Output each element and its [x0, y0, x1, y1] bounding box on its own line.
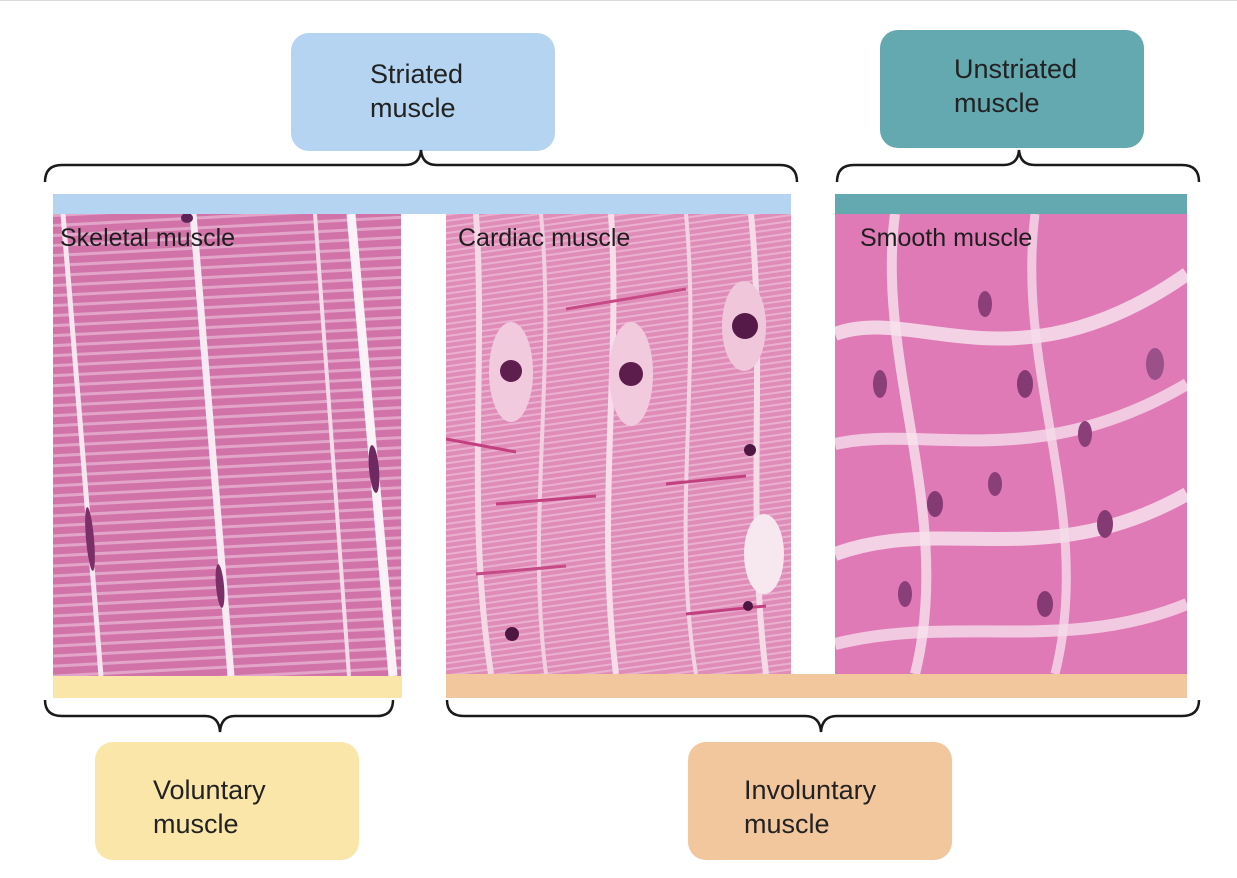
cardiac-tissue-image — [446, 214, 791, 674]
skeletal-muscle-label: Skeletal muscle — [60, 224, 236, 252]
striated-color-bar — [53, 194, 791, 214]
unstriated-muscle-box: Unstriated muscle — [880, 30, 1144, 148]
striated-brace — [43, 149, 799, 183]
voluntary-muscle-box: Voluntary muscle — [95, 742, 359, 860]
skeletal-tissue-image — [53, 214, 401, 676]
smooth-tissue-image — [835, 214, 1187, 674]
unstriated-color-bar — [835, 194, 1187, 214]
voluntary-brace — [43, 699, 395, 733]
striated-muscle-label: Striated muscle — [370, 59, 464, 123]
skeletal-muscle-micrograph: Skeletal muscle — [53, 214, 401, 676]
cardiac-muscle-micrograph: Cardiac muscle — [446, 214, 791, 674]
involuntary-muscle-box: Involuntary muscle — [688, 742, 952, 860]
unstriated-brace — [835, 149, 1201, 183]
striated-muscle-box: Striated muscle — [291, 33, 555, 151]
voluntary-muscle-label: Voluntary muscle — [153, 775, 266, 839]
involuntary-brace — [445, 699, 1201, 733]
top-divider — [0, 0, 1237, 1]
smooth-muscle-label: Smooth muscle — [860, 224, 1033, 252]
involuntary-muscle-label: Involuntary muscle — [744, 775, 877, 839]
unstriated-muscle-label: Unstriated muscle — [954, 54, 1078, 118]
cardiac-muscle-label: Cardiac muscle — [458, 224, 631, 252]
voluntary-color-bar — [53, 676, 402, 698]
smooth-muscle-micrograph: Smooth muscle — [835, 214, 1187, 674]
involuntary-color-bar — [446, 674, 1187, 698]
